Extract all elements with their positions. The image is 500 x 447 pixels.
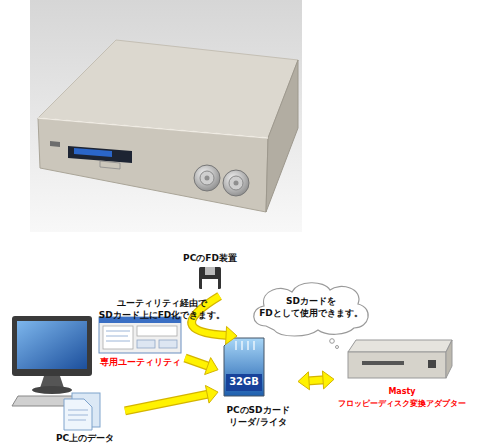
monitor-frame: [12, 316, 92, 376]
floppy-disk: [199, 267, 221, 289]
sd-card-ridge: [241, 341, 242, 350]
cloud-shape: [254, 283, 368, 336]
rotary-switch: [223, 170, 249, 196]
yellow-arrow: [185, 358, 218, 375]
sd-card-ridge: [247, 341, 248, 350]
document-line: [68, 410, 88, 411]
document-front: [64, 399, 92, 430]
thought-dot: [330, 339, 335, 344]
sd-card-ridge: [235, 341, 236, 350]
pc-data-node: PC上のデータ: [45, 392, 125, 446]
adapter-side-face: [446, 340, 452, 378]
inserted-sd-card: [74, 148, 112, 157]
node-label: PCのFD装置: [170, 252, 250, 264]
arrow-outline: [185, 358, 210, 367]
rotary-switch: [194, 165, 220, 191]
slot-marking: [100, 161, 120, 169]
rotary-switch-center: [200, 171, 214, 185]
device-led: [50, 141, 60, 147]
node-label: PC上のデータ: [45, 432, 125, 444]
rotary-switch-pin: [205, 176, 210, 181]
arrow-head: [205, 385, 218, 403]
arrow-body: [307, 380, 325, 381]
window-button: [137, 340, 155, 348]
sd-card-node: 32GB PCのSDカード リーダ/ライタ: [218, 336, 298, 432]
floppy-device-node: PCのFD装置: [170, 252, 250, 296]
yellow-arrow: [298, 371, 334, 390]
arrow-head: [298, 372, 310, 390]
device-side-face: [266, 60, 298, 212]
arrow-outline: [125, 394, 209, 411]
window-button: [159, 340, 177, 348]
device-edge-highlight: [38, 118, 268, 138]
capacity-label: 32GB: [224, 374, 264, 390]
window-list-line: [106, 341, 130, 342]
node-label: Masty フロッピーディスク変換アダプター: [334, 386, 470, 410]
window-field: [137, 326, 177, 336]
utility-window: [99, 317, 181, 353]
arrow-body: [125, 394, 209, 411]
window-list-panel: [103, 326, 133, 349]
node-label: PCのSDカード リーダ/ライタ: [218, 404, 298, 428]
sd-slot: [68, 146, 132, 163]
sd-card-ridge: [253, 341, 254, 350]
adapter-slot: [362, 361, 404, 365]
monitor-base: [32, 386, 72, 394]
adapter-node: Masty フロッピーディスク変換アダプター: [334, 336, 470, 414]
monitor-screen: [17, 321, 87, 369]
utility-node: 専用ユーティリティ: [95, 316, 185, 368]
node-label: 専用ユーティリティ: [95, 356, 185, 368]
photo-background: [30, 0, 302, 232]
floppy-label-area: [202, 279, 218, 289]
arrow-head: [322, 371, 334, 389]
arrow-outline: [307, 380, 325, 381]
device-front-face: [38, 118, 268, 212]
sd-card: [224, 338, 264, 396]
rotary-switch-pin: [234, 181, 239, 186]
node-label: SDカードを FDとして使用できます。: [256, 295, 366, 319]
document-line: [68, 420, 86, 421]
thought-dot: [336, 346, 339, 349]
arrow-label: ユーティリティ経由で SDカード上にFD化できます。: [92, 297, 232, 321]
rotary-switch-center: [229, 176, 243, 190]
floppy-shutter: [205, 267, 215, 275]
adapter-switch: [428, 360, 436, 368]
thought-cloud: SDカードを FDとして使用できます。: [246, 276, 376, 338]
document-line: [68, 415, 88, 416]
arrow-body: [185, 358, 210, 367]
arrow-head: [205, 358, 218, 375]
adapter-front-face: [348, 352, 446, 378]
arrow-head: [226, 326, 237, 344]
yellow-arrow: [125, 385, 218, 410]
window-list-line: [106, 331, 130, 332]
adapter-top-face: [348, 340, 452, 352]
cloud-outline: [246, 276, 376, 338]
window-list-line: [106, 336, 128, 337]
